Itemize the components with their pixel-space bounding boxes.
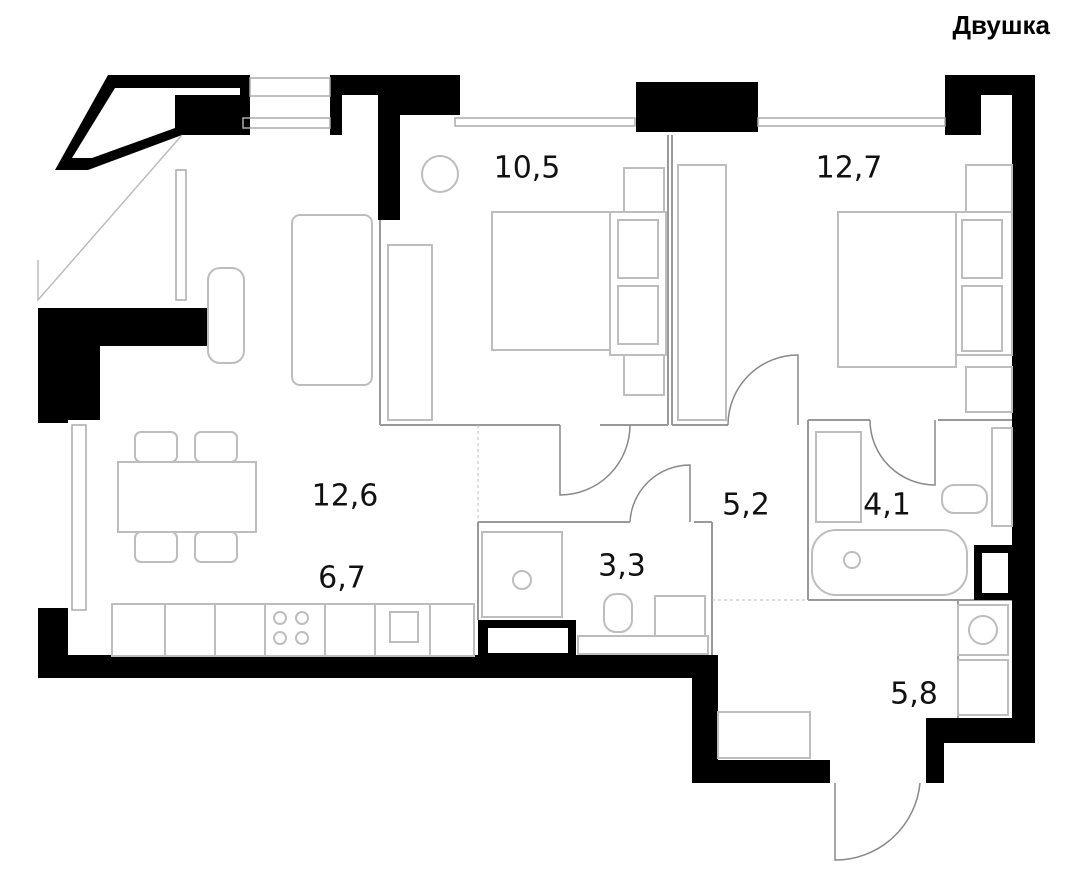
balcony-floor [72, 88, 240, 158]
balcony-line [37, 134, 183, 302]
wardrobe-1 [387, 244, 433, 421]
bed-2 [837, 211, 957, 368]
area-bathroom-1: 3,3 [598, 548, 646, 584]
sofa [291, 214, 373, 386]
area-bedroom-1: 10,5 [493, 150, 561, 186]
shower [481, 531, 563, 618]
windows [71, 77, 946, 611]
plant [421, 155, 459, 193]
bathtub [811, 529, 968, 596]
zone-divider [477, 425, 808, 601]
area-entrance-hall: 5,8 [890, 676, 938, 712]
furniture [111, 155, 1013, 759]
plan-title: Двушка [952, 10, 1050, 40]
area-bathroom-2: 4,1 [863, 487, 911, 523]
wardrobe-2 [677, 164, 727, 421]
dining-table [117, 461, 257, 533]
area-bedroom-2: 12,7 [815, 150, 883, 186]
doors [559, 354, 936, 861]
washing-machine [957, 604, 1009, 656]
hall-closet [957, 659, 1009, 716]
closet-walls [478, 545, 1012, 655]
exterior-walls [38, 75, 1035, 783]
area-living-kitchen: 12,6 [311, 478, 379, 514]
area-kitchen-zone: 6,7 [318, 560, 366, 596]
kitchen-counter [111, 603, 475, 657]
area-hallway: 5,2 [722, 487, 770, 523]
bed-1 [491, 211, 611, 351]
entrance-closet [717, 711, 811, 759]
